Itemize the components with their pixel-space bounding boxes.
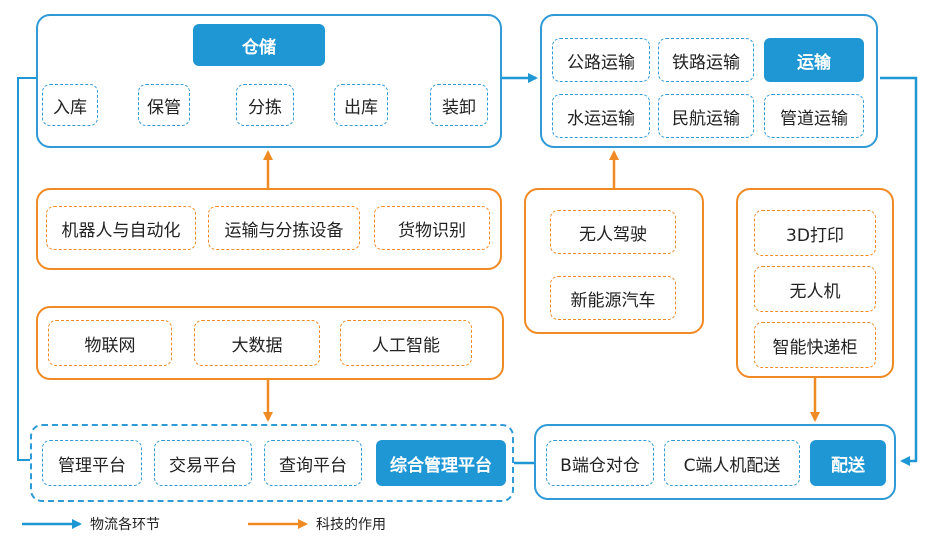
tech-new-energy-vehicle: 新能源汽车 <box>550 276 676 320</box>
legend-tech-label: 科技的作用 <box>316 517 386 533</box>
platform-trading: 交易平台 <box>154 440 252 486</box>
tech-cargo-recognition: 货物识别 <box>374 206 490 250</box>
delivery-b2b: B端仓对仓 <box>546 440 654 486</box>
platform-title: 综合管理平台 <box>376 440 506 486</box>
tech-sorting-equipment: 运输与分拣设备 <box>208 206 360 250</box>
transport-mode-pipeline: 管道运输 <box>764 94 864 138</box>
delivery-c-end: C端人机配送 <box>664 440 800 486</box>
tech-robotics: 机器人与自动化 <box>46 206 196 250</box>
loop-line <box>17 77 36 461</box>
warehouse-step-outbound: 出库 <box>334 84 388 126</box>
tech-3d-printing: 3D打印 <box>754 210 876 256</box>
platform-management: 管理平台 <box>42 440 142 486</box>
warehouse-step-storage: 保管 <box>138 84 190 126</box>
flow-arrow-transport-delivery <box>880 76 918 466</box>
tech-autonomous-driving: 无人驾驶 <box>550 210 676 254</box>
warehouse-step-loading: 装卸 <box>430 84 488 126</box>
tech-ai: 人工智能 <box>340 320 472 366</box>
tech-iot: 物联网 <box>48 320 172 366</box>
transport-mode-air: 民航运输 <box>658 94 754 138</box>
warehouse-step-inbound: 入库 <box>42 84 98 126</box>
transport-mode-road: 公路运输 <box>552 38 650 82</box>
platform-query: 查询平台 <box>264 440 362 486</box>
warehouse-step-sorting: 分拣 <box>236 84 294 126</box>
warehouse-title: 仓储 <box>193 24 325 66</box>
tech-drone: 无人机 <box>754 266 876 312</box>
tech-big-data: 大数据 <box>194 320 320 366</box>
legend-flow-label: 物流各环节 <box>90 517 160 533</box>
delivery-title: 配送 <box>810 440 886 486</box>
transport-mode-water: 水运运输 <box>552 94 650 138</box>
tech-smart-locker: 智能快递柜 <box>754 322 876 368</box>
transport-title: 运输 <box>764 38 864 82</box>
transport-mode-rail: 铁路运输 <box>658 38 754 82</box>
